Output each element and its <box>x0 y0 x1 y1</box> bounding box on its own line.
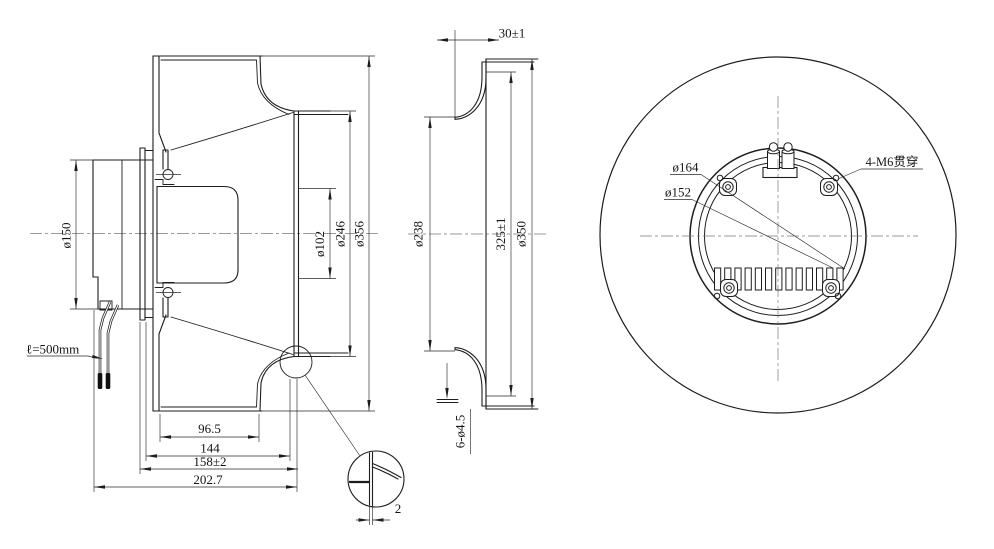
dim-label-depth: 30±1 <box>499 26 526 41</box>
power-wires: ℓ=500mm <box>26 301 120 389</box>
dim-label-ring-a: ø164 <box>673 160 700 175</box>
screw-hole <box>716 174 724 182</box>
dim-motor-od: ø150 <box>59 159 98 310</box>
backplate-outline <box>599 56 957 414</box>
screw-hole <box>713 292 721 300</box>
mounting-tab <box>719 178 737 196</box>
blade-curve-bottom <box>170 316 294 355</box>
dim-label-outer-dia: ø350 <box>514 221 529 247</box>
wire-tip <box>97 373 103 389</box>
dim-hub-bore: ø102 <box>298 188 336 279</box>
rear-view: ø164 ø152 4-M6贯穿 <box>599 56 957 414</box>
side-section-view: ℓ=500mm ø150 ø102 ø246 ø356 <box>26 55 405 525</box>
dim-outer-dia: ø350 <box>514 59 534 409</box>
dim-inlet-dia: ø246 <box>330 110 356 357</box>
cable-gland <box>768 142 779 152</box>
dim-label-holes: 6-ø4.5 <box>453 415 468 449</box>
callout-holes: 6-ø4.5 <box>445 363 471 454</box>
dim-label-mounting: 4-M6贯穿 <box>866 154 919 169</box>
dim-label-bolt-circle: 325±1 <box>493 217 508 250</box>
dim-label-ring-b: ø152 <box>665 185 691 200</box>
dim-label-96-5: 96.5 <box>198 421 221 436</box>
dim-label-hub-bore: ø102 <box>312 231 327 257</box>
back-plate <box>293 110 300 358</box>
dim-label-158: 158±2 <box>193 454 226 469</box>
hub-rotor <box>154 149 239 318</box>
dim-bore: ø238 <box>411 117 432 351</box>
dim-depth: 30±1 <box>437 26 526 117</box>
mounting-tab <box>720 279 738 297</box>
flange-hole <box>436 399 459 403</box>
detail-indicator-circle <box>279 345 313 379</box>
rear-view-callouts: ø164 ø152 4-M6贯穿 <box>664 154 923 270</box>
dim-label-bore: ø238 <box>411 221 426 247</box>
inlet-ring-profile <box>424 58 539 410</box>
dim-label-impeller-od: ø356 <box>352 221 367 248</box>
blade-curve-top <box>170 112 294 151</box>
dim-impeller-od: ø356 <box>262 55 375 412</box>
dim-bolt-circle: 325±1 <box>486 71 516 397</box>
impeller-shroud <box>152 55 349 412</box>
screw-hole <box>834 292 842 300</box>
mounting-tabs <box>713 174 842 300</box>
dim-label-202-7: 202.7 <box>193 472 223 487</box>
dim-lengths: 96.5 144 158±2 202.7 <box>93 310 298 492</box>
dim-label-inlet-dia: ø246 <box>333 221 348 248</box>
detail-circle <box>347 450 405 508</box>
motor-body <box>92 147 154 321</box>
detail-view: 2 <box>279 345 405 525</box>
cable-length-label: ℓ=500mm <box>26 342 79 357</box>
cable-gland <box>783 142 793 152</box>
screw-hole <box>832 174 840 182</box>
dim-label-thickness: 2 <box>395 501 402 516</box>
mounting-tab <box>822 279 840 297</box>
wire-tip <box>105 373 111 389</box>
dim-label-motor-od: ø150 <box>59 223 74 249</box>
mounting-tab <box>820 178 838 196</box>
dim-label-144: 144 <box>200 441 220 456</box>
inlet-ring-view: 30±1 ø238 325±1 ø350 6-ø4.5 <box>408 26 548 454</box>
